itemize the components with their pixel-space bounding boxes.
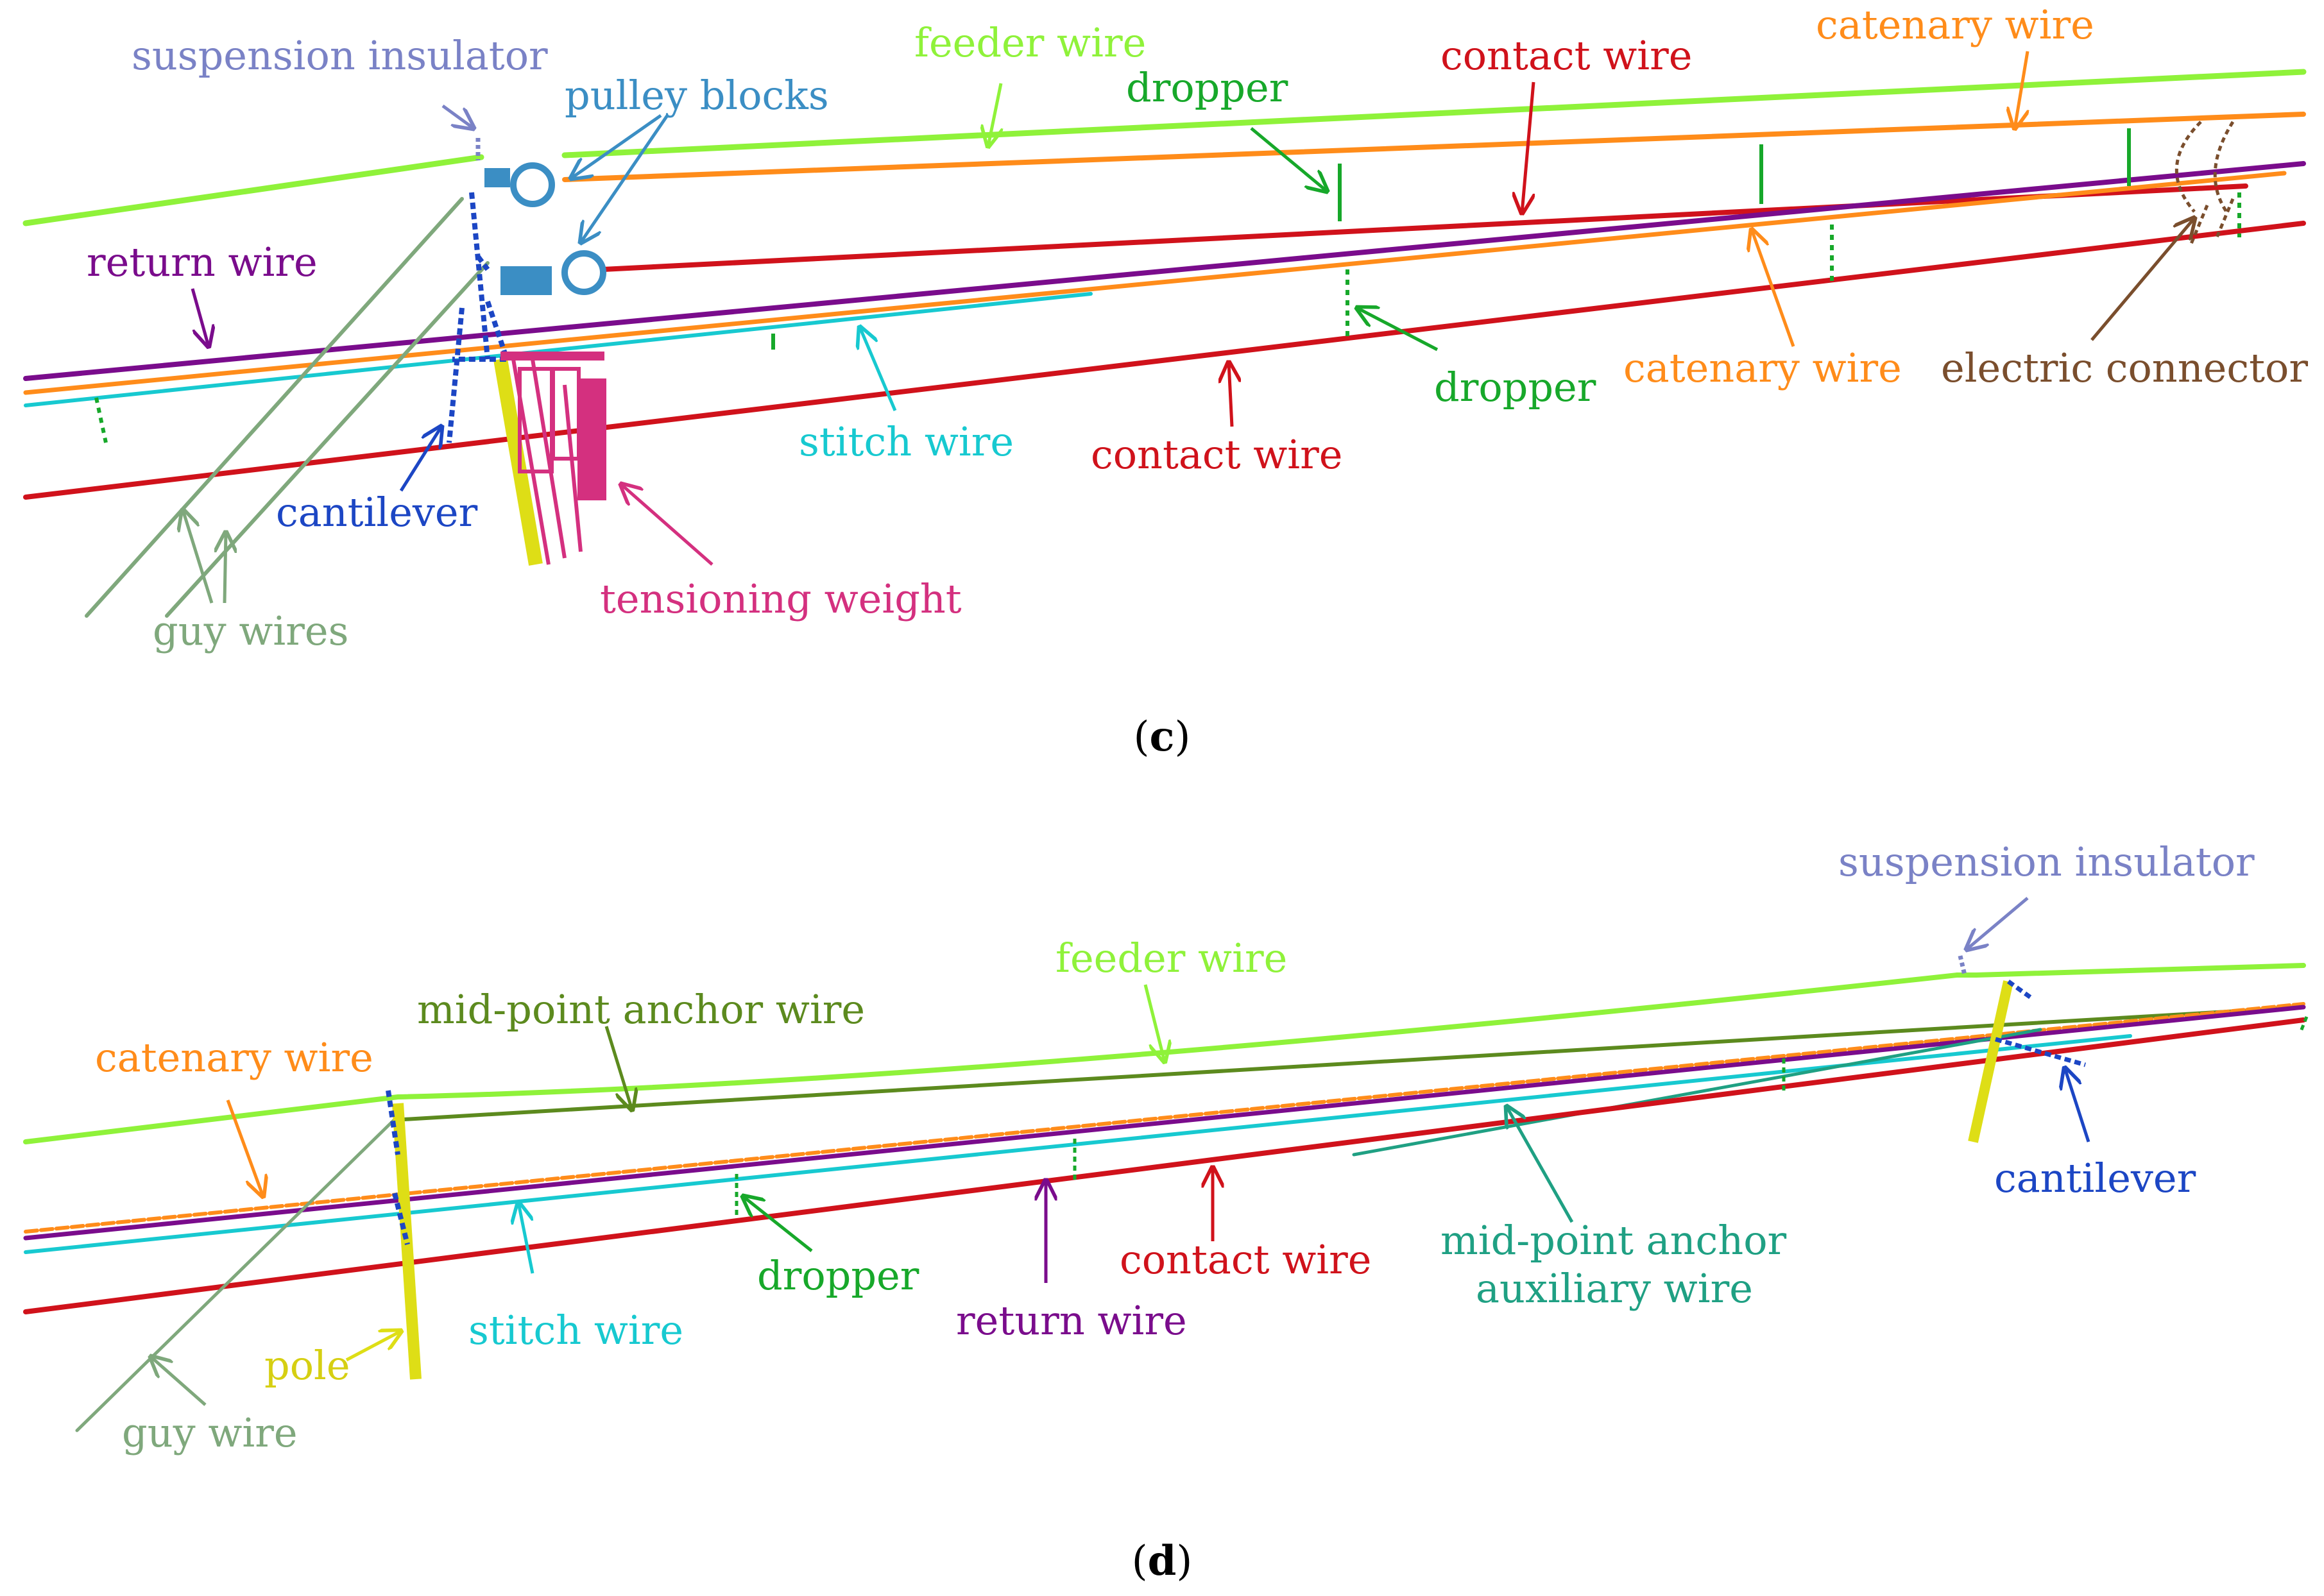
arrow-catenary-mid [1752, 230, 1795, 347]
feeder-wire-right [561, 69, 2307, 158]
arrow-pole [345, 1331, 401, 1362]
caption-c-letter: c [1150, 713, 1175, 761]
feeder-wire-left [22, 154, 484, 226]
label-anchor-aux-1: mid-point anchor [1440, 1217, 1787, 1264]
cantilever-d-left [386, 1090, 410, 1245]
guy-wire-1 [85, 197, 464, 618]
label-contact-wire-top: contact wire [1440, 32, 1692, 79]
arrow-anchor-aux [1507, 1107, 1574, 1223]
contact-wire-upper [601, 183, 2248, 272]
label-cantilever-c: cantilever [276, 489, 478, 536]
arrow-dropper-top [1250, 127, 1327, 191]
arrow-guy-1 [183, 510, 214, 604]
arrow-pulley-2 [581, 114, 669, 242]
label-pulley-blocks: pulley blocks [565, 72, 829, 119]
contact-wire-lower [23, 221, 2306, 500]
arrow-contact-bottom [1229, 362, 1232, 427]
mid-point-anchor-aux-wire [1352, 1028, 2042, 1157]
arrow-cantilever-c [399, 427, 441, 492]
caption-d: (d) [1132, 1537, 1193, 1585]
panel-c: suspension insulator pulley blocks feede… [22, 1, 2308, 761]
catenary-wire-top [562, 112, 2306, 182]
label-cantilever-d: cantilever [1994, 1155, 2196, 1201]
stitch-wire [24, 292, 1093, 407]
arrow-stitch-c [860, 327, 897, 411]
arrow-pulley-1 [571, 114, 662, 178]
tensioning-weight [500, 352, 606, 565]
arrow-guy-2 [225, 532, 226, 604]
stitch-wire-d [24, 1034, 2132, 1254]
label-return-wire-d: return wire [956, 1297, 1187, 1344]
guy-wire-d [75, 1117, 397, 1432]
label-catenary-wire-d: catenary wire [95, 1034, 373, 1081]
arrow-dropper-d [743, 1196, 813, 1252]
droppers-c [94, 128, 2241, 443]
arrow-cantilever-d [2065, 1068, 2090, 1142]
label-feeder-wire-c: feeder wire [914, 19, 1146, 66]
arrow-contact-top [1522, 81, 1535, 213]
arrow-stitch-d [518, 1203, 534, 1274]
suspension-insulator-d [1958, 955, 1967, 976]
label-guy-wire-d: guy wire [122, 1409, 298, 1456]
arrow-suspension-insulator-c [441, 104, 474, 128]
cantilever-c [447, 192, 511, 443]
pole-d-left [392, 1103, 422, 1380]
arrow-guy-d [151, 1357, 207, 1406]
arrow-tension [621, 484, 713, 566]
label-stitch-wire-d: stitch wire [468, 1307, 683, 1354]
label-return-wire: return wire [87, 239, 318, 285]
droppers-d [735, 1016, 2309, 1216]
label-dropper-mid: dropper [1434, 364, 1596, 411]
label-pole: pole [264, 1342, 350, 1389]
guy-wire-2 [165, 261, 490, 618]
arrow-connector [2090, 218, 2194, 341]
label-contact-wire-bottom: contact wire [1091, 431, 1342, 478]
pole-d-right [1968, 980, 2013, 1143]
label-contact-wire-d: contact wire [1120, 1236, 1371, 1283]
label-suspension-insulator-d: suspension insulator [1838, 838, 2255, 885]
cantilever-d-right [1995, 980, 2086, 1067]
caption-d-letter: d [1148, 1537, 1177, 1585]
mid-point-anchor-wire [402, 1005, 2305, 1121]
arrow-feeder-d [1143, 984, 1165, 1062]
arrow-anchor-wire [604, 1026, 632, 1110]
arrow-catenary-top [2015, 51, 2029, 128]
caption-c: (c) [1134, 713, 1191, 761]
label-suspension-insulator-c: suspension insulator [132, 32, 548, 79]
feeder-wire-d [23, 963, 2306, 1144]
label-catenary-wire-mid: catenary wire [1623, 344, 1902, 391]
label-dropper-d: dropper [757, 1252, 919, 1299]
label-mid-point-anchor-wire: mid-point anchor wire [417, 986, 865, 1033]
label-stitch-wire-c: stitch wire [799, 418, 1014, 465]
label-guy-wires: guy wires [153, 607, 348, 654]
arrow-suspension-insulator-d [1967, 897, 2029, 949]
label-tensioning-weight: tensioning weight [600, 575, 962, 622]
label-anchor-aux-2: auxiliary wire [1476, 1265, 1753, 1312]
arrow-feeder-c [988, 83, 1001, 146]
label-dropper-top: dropper [1126, 64, 1288, 111]
pulley-blocks [484, 162, 606, 295]
arrow-return-c [191, 288, 209, 346]
label-catenary-wire-top: catenary wire [1816, 1, 2094, 48]
label-feeder-wire-d: feeder wire [1055, 935, 1287, 981]
return-wire [23, 161, 2306, 381]
arrow-catenary-d [226, 1099, 263, 1196]
panel-d: suspension insulator feeder wire mid-poi… [23, 838, 2309, 1585]
label-electric-connector: electric connector [1941, 344, 2308, 391]
arrow-dropper-mid [1357, 308, 1439, 352]
